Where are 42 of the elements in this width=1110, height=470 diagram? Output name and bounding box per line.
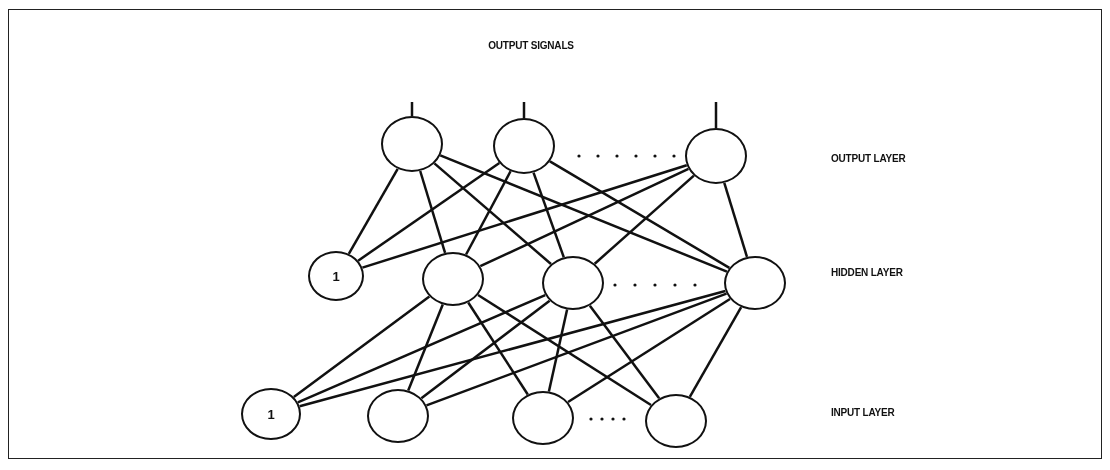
neuron-circle (685, 128, 747, 184)
connection-line (567, 297, 731, 404)
connection-line (362, 164, 688, 269)
connection-line (299, 289, 726, 408)
connection-line (420, 299, 551, 400)
layer-label: INPUT LAYER (831, 407, 896, 418)
connection-line (588, 304, 661, 400)
neuron-circle (645, 394, 707, 448)
neuron-circle (367, 389, 429, 443)
neuron-circle (512, 391, 574, 445)
layer-label: HIDDEN LAYER (831, 267, 904, 278)
connection-line (547, 309, 569, 392)
connection-line (293, 295, 431, 399)
connection-line (426, 292, 727, 407)
connection-line (477, 293, 652, 407)
connection-line (593, 174, 695, 265)
connection-line (532, 172, 565, 258)
connection-line (479, 167, 689, 268)
neuron-circle (493, 118, 555, 174)
neuron-circle (241, 388, 301, 440)
connection-line (297, 293, 546, 404)
neuron-circle (724, 256, 786, 310)
connection-line (464, 170, 512, 256)
connection-line (467, 301, 529, 396)
connection-line (549, 160, 730, 269)
connection-line (407, 304, 444, 391)
bias-value: 1 (332, 268, 340, 284)
bias-value: 1 (267, 406, 275, 422)
diagram-heading: OUTPUT SIGNALS (487, 40, 575, 51)
connection-line (419, 170, 447, 254)
neuron-circle (542, 256, 604, 310)
connection-line (714, 102, 718, 128)
connection-line (688, 306, 743, 398)
layer-label: OUTPUT LAYER (831, 153, 907, 164)
connection-line (439, 154, 728, 273)
connection-line (433, 162, 552, 265)
neuron-circle (422, 252, 484, 306)
connection-line (357, 162, 501, 262)
neuron-circle (308, 251, 364, 301)
neuron-circle (381, 116, 443, 172)
connection-line (723, 182, 749, 258)
connection-line (347, 168, 399, 255)
